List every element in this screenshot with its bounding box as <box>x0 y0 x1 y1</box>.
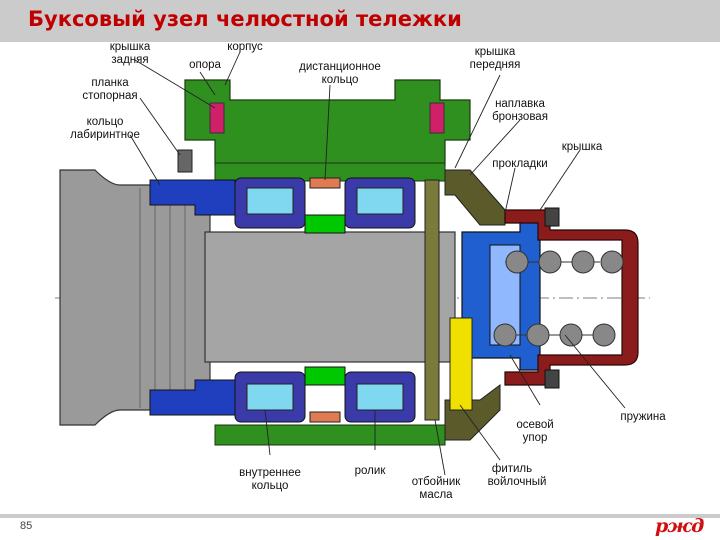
felt-wick <box>449 317 473 411</box>
front-cover-top <box>444 169 506 226</box>
cap <box>504 209 639 386</box>
spacer-outer-bottom <box>309 411 341 423</box>
label-inner-ring-2: кольцо <box>252 480 289 492</box>
label-oil-deflector-2: масла <box>419 489 453 501</box>
axle-neck <box>204 231 456 363</box>
label-spring: пружина <box>620 411 666 423</box>
cap-bolt-bottom <box>544 369 560 389</box>
spacer-ring-top <box>304 214 346 234</box>
label-labyrinth-2: лабиринтное <box>70 129 140 141</box>
label-stop-plate-2: стопорная <box>82 90 137 102</box>
housing-pin-right <box>429 102 445 134</box>
label-inner-ring-1: внутреннее <box>239 467 301 479</box>
label-bronze-2: бронзовая <box>492 111 548 123</box>
axle-grooves <box>139 188 186 408</box>
spacer-ring-bottom <box>304 366 346 386</box>
oil-deflector-plate <box>424 179 440 421</box>
label-wick-1: фитиль <box>492 463 532 475</box>
label-stop-plate-1: планка <box>91 77 129 89</box>
label-roller: ролик <box>355 465 387 477</box>
leader-lines <box>129 51 626 476</box>
axle-journal <box>59 169 211 426</box>
label-wick-2: войлочный <box>488 476 547 488</box>
label-support: опора <box>189 59 221 71</box>
label-front-cover-1: крышка <box>475 46 516 58</box>
label-rear-cover-1: крышка <box>110 41 151 53</box>
front-cover-bottom <box>444 384 501 441</box>
cap-bolt-top <box>544 207 560 227</box>
bearing-top-left <box>234 177 306 229</box>
label-bronze-1: наплавка <box>495 98 545 110</box>
label-oil-deflector-1: отбойник <box>412 476 462 488</box>
title-bar <box>0 0 720 42</box>
housing-top <box>184 79 471 166</box>
housing-pin-left <box>209 102 225 134</box>
label-rear-cover-2: задняя <box>111 54 148 66</box>
bearing-top-right <box>344 177 416 229</box>
spring <box>493 250 624 347</box>
footer-strip <box>0 518 720 540</box>
label-body: корпус <box>227 41 263 53</box>
label-front-cover-2: передняя <box>470 59 521 71</box>
stop-plate-bolt <box>177 149 193 173</box>
labyrinth-ring-top <box>149 179 236 216</box>
label-spacer-1: дистанционное <box>299 61 381 73</box>
label-labyrinth-1: кольцо <box>87 116 124 128</box>
label-axial-stop-1: осевой <box>516 419 553 431</box>
labels: крышка задняя корпус опора планка стопор… <box>70 41 666 501</box>
slide-title: Буксовый узел челюстной тележки <box>28 7 462 31</box>
label-cap: крышка <box>562 141 603 153</box>
label-shims: прокладки <box>492 158 547 170</box>
page-number: 85 <box>20 520 33 532</box>
bearing-bottom-left <box>234 371 306 423</box>
rzd-logo: ржд <box>655 515 704 537</box>
bearing-bottom-right <box>344 371 416 423</box>
label-axial-stop-2: упор <box>523 432 548 444</box>
label-spacer-2: кольцо <box>322 74 359 86</box>
housing-band-bottom <box>214 424 446 446</box>
